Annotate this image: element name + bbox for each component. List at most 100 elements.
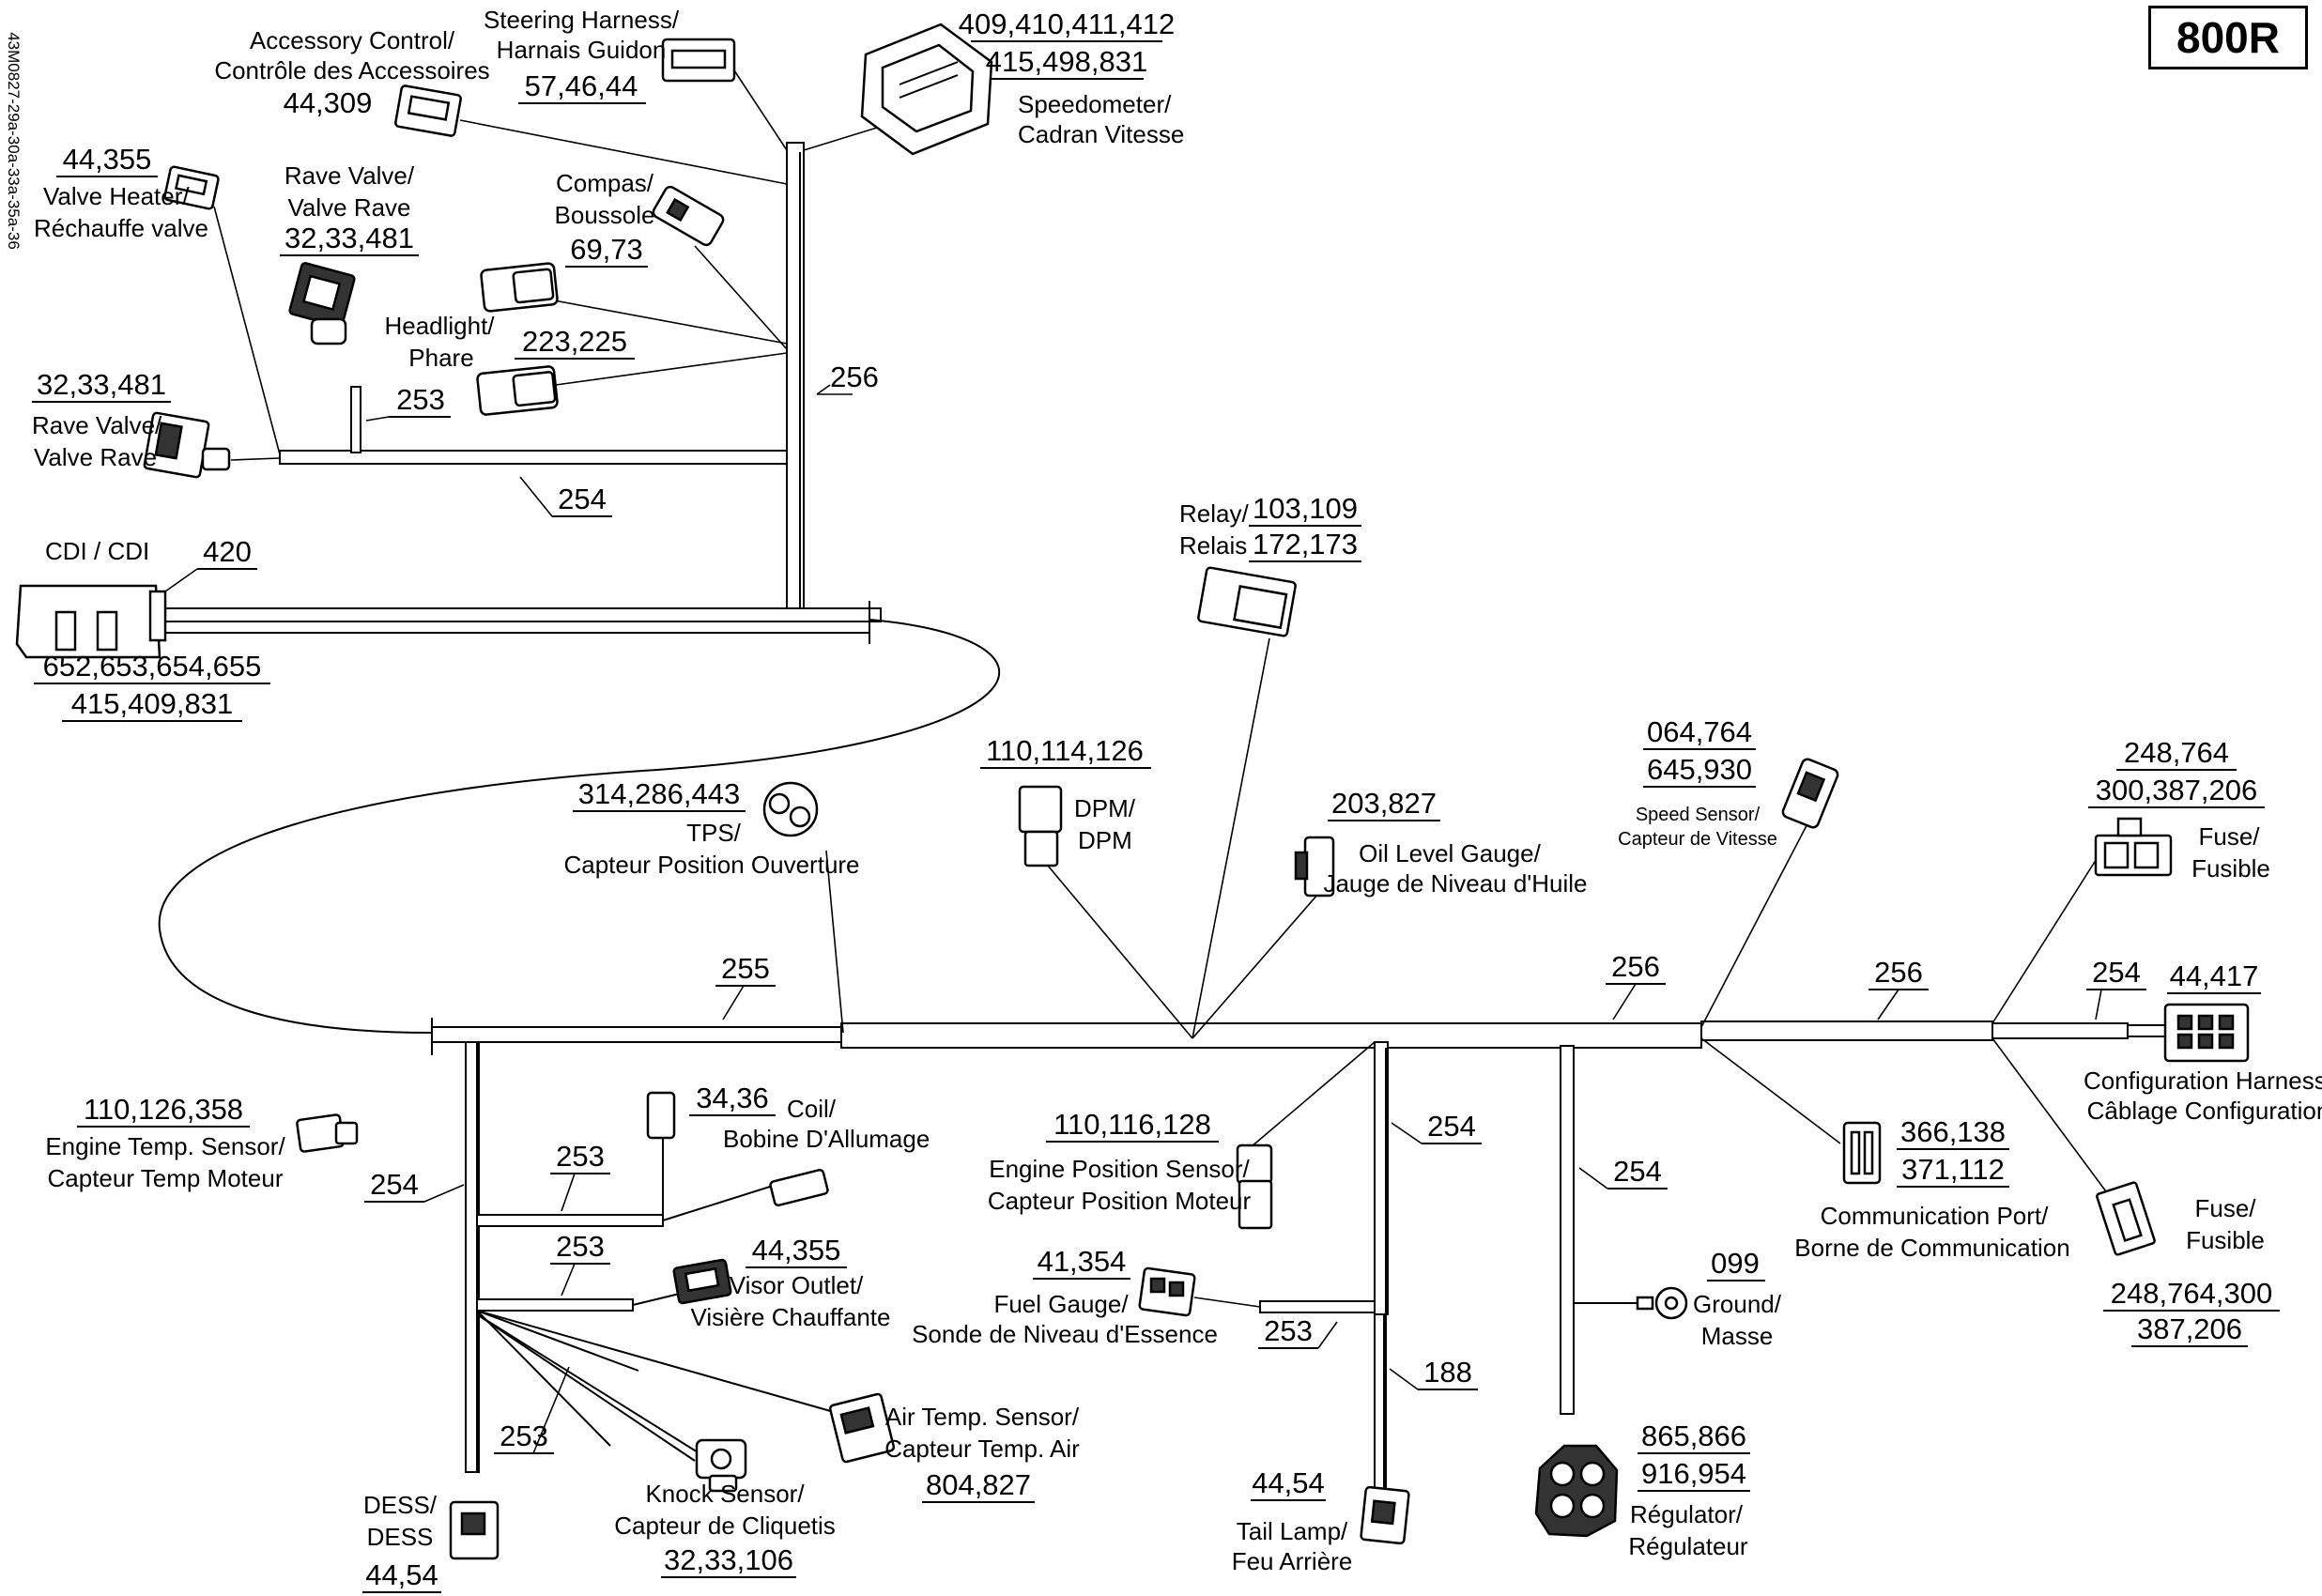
svg-text:Régulateur: Régulateur [1628,1532,1748,1560]
svg-text:865,866: 865,866 [1641,1420,1746,1452]
svg-text:103,109: 103,109 [1253,492,1358,525]
dpm-connector-icon [1018,785,1063,867]
comm-port-connector-icon [1842,1121,1882,1185]
svg-text:44,309: 44,309 [284,86,373,119]
svg-text:371,112: 371,112 [1901,1153,2005,1186]
svg-text:Valve Rave: Valve Rave [287,193,410,222]
svg-text:Capteur Temp. Air: Capteur Temp. Air [884,1435,1080,1463]
svg-text:Headlight/: Headlight/ [384,312,495,340]
svg-text:Capteur de Vitesse: Capteur de Vitesse [1618,829,1777,850]
svg-text:Harnais Guidon: Harnais Guidon [497,36,667,64]
svg-text:256: 256 [830,361,879,393]
svg-text:Bobine D'Allumage: Bobine D'Allumage [723,1125,930,1153]
svg-text:Accessory Control/: Accessory Control/ [250,26,455,54]
svg-text:Oil Level Gauge/: Oil Level Gauge/ [1359,839,1541,867]
svg-text:Masse: Masse [1701,1322,1774,1350]
label-oil-level: 203,827 Oil Level Gauge/ Jauge de Niveau… [1323,787,1587,898]
svg-text:Configuration Harness/: Configuration Harness/ [2084,1067,2322,1095]
svg-text:Rave Valve/: Rave Valve/ [284,161,415,190]
steering-harness-connector-icon [661,38,736,83]
label-fuse-bottom: Fuse/ Fusible 248,764,300 387,206 [2103,1194,2280,1347]
callout-main-256-b: 256 [1868,956,1929,1021]
svg-text:Engine Temp. Sensor/: Engine Temp. Sensor/ [45,1132,285,1160]
svg-text:Knock Sensor/: Knock Sensor/ [645,1480,805,1508]
tps-connector-icon [762,781,819,837]
connector-glyphs [15,23,2250,1560]
svg-text:Contrôle des Accessoires: Contrôle des Accessoires [214,56,489,84]
fuse-bottom-connector-icon [2096,1181,2156,1256]
label-coil: 34,36 Coil/ Bobine D'Allumage [689,1082,930,1153]
label-rave-valve-top: Rave Valve/ Valve Rave 32,33,481 [280,161,419,256]
svg-text:256: 256 [1874,956,1923,989]
svg-text:32,33,481: 32,33,481 [37,368,166,401]
svg-text:Relay/: Relay/ [1179,499,1249,528]
svg-text:804,827: 804,827 [926,1468,1031,1501]
svg-text:366,138: 366,138 [1900,1115,2006,1148]
label-engine-temp: 110,126,358 Engine Temp. Sensor/ Capteur… [45,1093,285,1192]
svg-text:Speed Sensor/: Speed Sensor/ [1636,805,1761,825]
headlight-connector-icon-2 [476,365,559,416]
config-harness-connector-icon [2163,1003,2250,1063]
svg-text:248,764,300: 248,764,300 [2111,1277,2272,1310]
engine-temp-connector-icon [296,1113,359,1153]
svg-text:064,764: 064,764 [1647,715,1752,748]
svg-text:32,33,106: 32,33,106 [664,1543,793,1576]
dess-connector-icon [449,1500,500,1560]
svg-text:253: 253 [556,1140,605,1173]
svg-text:Borne de Communication: Borne de Communication [1794,1234,2069,1262]
rave-valve-top-connector-icon [288,262,356,345]
label-dpm: 110,114,126 DPM/ DPM [980,734,1151,854]
svg-text:Air Temp. Sensor/: Air Temp. Sensor/ [885,1403,1080,1431]
callout-coil-253: 253 [550,1140,610,1212]
label-rave-valve-left: 32,33,481 Rave Valve/ Valve Rave [32,368,171,471]
svg-text:Visor Outlet/: Visor Outlet/ [730,1271,864,1299]
cdi-module-icon [15,584,167,659]
svg-text:Relais: Relais [1179,531,1247,560]
svg-text:CDI / CDI: CDI / CDI [45,537,149,565]
label-speedometer: 409,410,411,412 415,498,831 Speedometer/… [959,8,1185,148]
main-harness [431,637,2213,1536]
fuel-gauge-connector-icon [1138,1266,1196,1317]
svg-text:DPM/: DPM/ [1074,794,1136,822]
svg-text:Réchauffe valve: Réchauffe valve [34,214,208,242]
svg-text:409,410,411,412: 409,410,411,412 [959,8,1175,40]
callout-knock-253: 253 [494,1366,570,1454]
label-air-temp: Air Temp. Sensor/ Capteur Temp. Air 804,… [884,1403,1080,1503]
svg-text:44,54: 44,54 [1252,1466,1325,1499]
label-cdi: CDI / CDI 420 652,653,654,655 415,409,83… [34,535,270,722]
svg-text:253: 253 [396,383,445,416]
compass-connector-icon [652,185,725,247]
svg-text:Boussole: Boussole [555,201,655,229]
svg-text:203,827: 203,827 [1331,787,1437,820]
svg-text:Visière Chauffante: Visière Chauffante [691,1303,891,1331]
svg-text:255: 255 [721,952,770,985]
headlight-connector-icon-1 [480,262,559,313]
callout-right-254: 254 [1578,1155,1668,1189]
svg-text:110,126,358: 110,126,358 [84,1093,243,1126]
svg-text:099: 099 [1711,1247,1760,1280]
label-dess: DESS/ DESS 44,54 [362,1491,441,1593]
wire-callouts: 256 253 254 255 256 256 254 254 253 253 … [364,361,2146,1454]
label-config-harness: 44,417 Configuration Harness/ Câblage Co… [2084,959,2322,1125]
svg-text:Sonde de Niveau d'Essence: Sonde de Niveau d'Essence [912,1320,1218,1348]
svg-text:916,954: 916,954 [1641,1457,1746,1490]
valve-heater-connector-icon [163,165,220,210]
svg-text:69,73: 69,73 [570,233,643,266]
svg-text:253: 253 [1264,1314,1313,1347]
callout-mid-254: 254 [1391,1110,1482,1144]
svg-text:41,354: 41,354 [1038,1245,1127,1278]
svg-text:44,355: 44,355 [752,1234,841,1266]
svg-text:300,387,206: 300,387,206 [2096,774,2257,806]
svg-text:253: 253 [556,1230,605,1263]
label-regulator: 865,866 916,954 Régulator/ Régulateur [1628,1420,1750,1560]
svg-text:256: 256 [1611,950,1660,983]
speed-sensor-connector-icon [1781,758,1839,829]
svg-text:652,653,654,655: 652,653,654,655 [43,650,262,683]
svg-text:44,54: 44,54 [365,1558,438,1591]
label-relay: Relay/ Relais 103,109 172,173 [1179,492,1361,562]
svg-text:188: 188 [1423,1356,1472,1389]
knock-sensor-connector-icon [695,1438,747,1493]
svg-text:Fuse/: Fuse/ [2198,822,2260,851]
svg-text:Jauge de Niveau d'Huile: Jauge de Niveau d'Huile [1323,869,1587,898]
label-tail-lamp: 44,54 Tail Lamp/ Feu Arrière [1232,1466,1353,1575]
